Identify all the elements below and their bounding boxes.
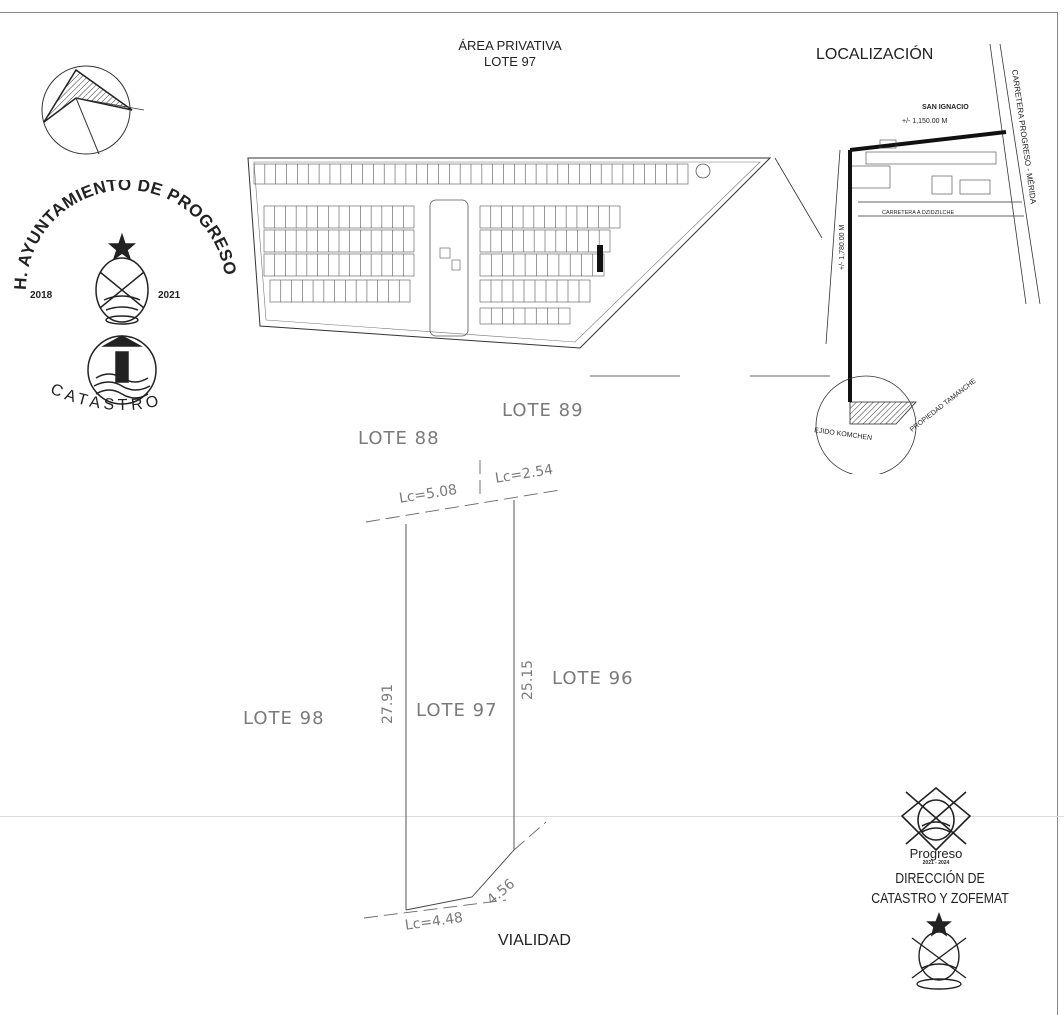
loc-road: CARRETERA A DZIDZILCHE [882, 210, 954, 216]
dim-right-side: 25.15 [520, 659, 536, 700]
seal-year-left: 2018 [30, 290, 53, 301]
label-lote-96: LOTE 96 [552, 668, 634, 689]
stamp-years: 2021 - 2024 [922, 860, 950, 866]
label-lote-89: LOTE 89 [502, 400, 584, 421]
label-lote-88: LOTE 88 [358, 428, 440, 449]
shield-icon [95, 232, 149, 325]
stamp-line2: CATASTRO Y ZOFEMAT [871, 890, 1009, 907]
stamp-brand: Progreso [909, 846, 963, 861]
label-vialidad: VIALIDAD [498, 932, 571, 949]
north-arrow-icon [41, 65, 145, 155]
guide-lines [590, 157, 830, 377]
dim-left-side: 27.91 [380, 683, 396, 724]
location-title: LOCALIZACIÓN [816, 46, 934, 63]
progreso-stamp-emblem-icon [900, 786, 972, 852]
catastro-emblem-icon [87, 335, 157, 405]
location-map: SAN IGNACIO +/- 1,150.00 M CARRETERA PRO… [814, 43, 1041, 474]
highlighted-lot-97 [597, 245, 603, 272]
loc-distance-top: +/- 1,150.00 M [902, 118, 948, 125]
lot-title: LOTE 97 [483, 54, 537, 69]
page-border-top [0, 12, 1058, 13]
ayuntamiento-seal: H. AYUNTAMIENTO DE PROGRESO 2018 2021 CA… [11, 180, 240, 414]
scan-fold-line [0, 816, 1064, 817]
label-lote-98: LOTE 98 [243, 708, 325, 729]
page-border-right [1057, 12, 1058, 1015]
loc-place: SAN IGNACIO [922, 104, 969, 111]
label-lote-97: LOTE 97 [416, 700, 498, 721]
stamp-line1: DIRECCIÓN DE [895, 870, 985, 887]
seal-year-right: 2021 [158, 290, 181, 301]
subdivision-overview-map [247, 157, 772, 349]
loc-distance-side: +/- 1,780.00 M [839, 224, 846, 270]
stamp-bottom-emblem-icon [911, 912, 967, 990]
area-title: ÁREA PRIVATIVA [458, 38, 562, 53]
